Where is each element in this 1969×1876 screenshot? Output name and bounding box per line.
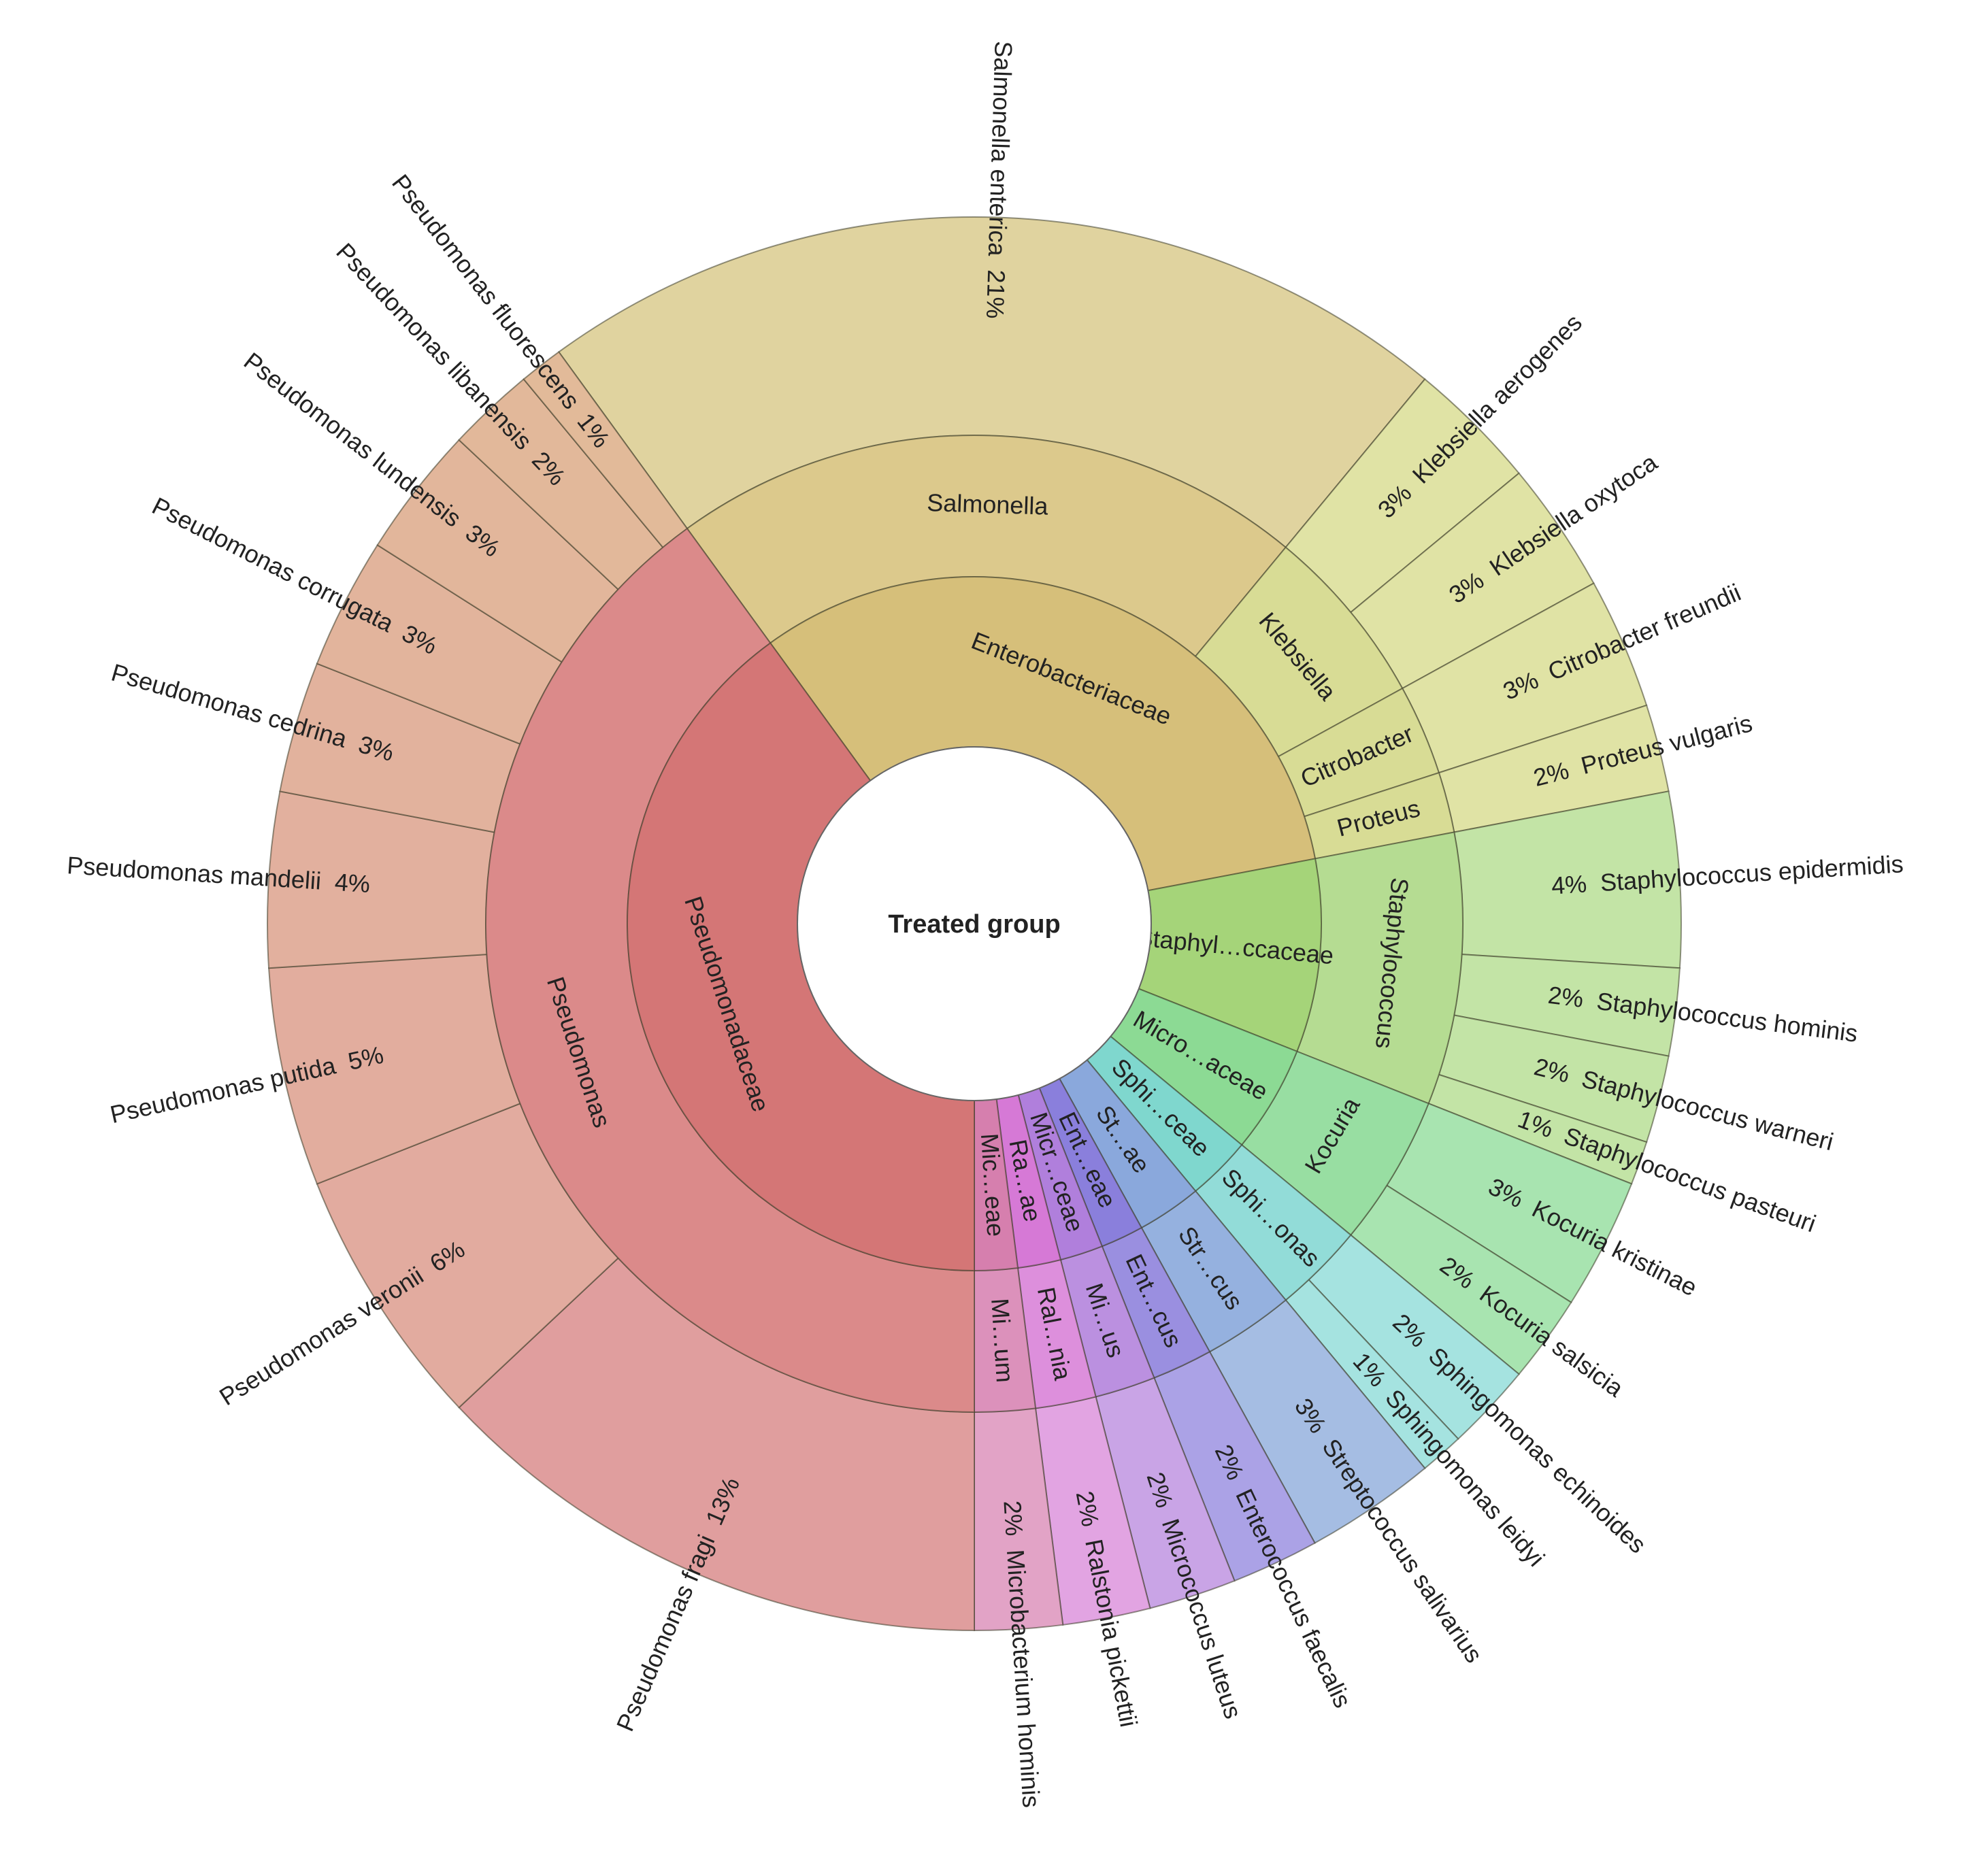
species-percent: 4% bbox=[1551, 869, 1588, 899]
species-name: Pseudomonas fluorescens bbox=[386, 169, 585, 414]
center-circle[interactable] bbox=[797, 746, 1152, 1101]
species-name: Pseudomonas libanensis bbox=[331, 237, 538, 455]
species-percent: 4% bbox=[334, 867, 371, 897]
species-name: Pseudomonas fragi bbox=[610, 1530, 720, 1735]
species-percent: 2% bbox=[999, 1500, 1029, 1537]
species-name: Pseudomonas corrugata bbox=[148, 491, 399, 637]
species-name: Pseudomonas veronii bbox=[214, 1261, 428, 1411]
species-percent: 2% bbox=[1071, 1489, 1105, 1529]
svg-text:Salmonella enterica 21%: Salmonella enterica 21% bbox=[981, 41, 1018, 319]
species-name: Salmonella enterica bbox=[983, 41, 1018, 257]
genus-label: Mi…um bbox=[986, 1297, 1019, 1383]
species-percent: 2% bbox=[1546, 980, 1585, 1012]
center-label: Treated group bbox=[888, 910, 1060, 939]
genus-label: Salmonella bbox=[927, 488, 1049, 520]
species-label: Salmonella enterica 21% bbox=[981, 41, 1018, 319]
family-label: Mic…eae bbox=[976, 1133, 1010, 1237]
species-name: Pseudomonas lundensis bbox=[239, 346, 467, 532]
species-percent: 21% bbox=[981, 269, 1010, 319]
